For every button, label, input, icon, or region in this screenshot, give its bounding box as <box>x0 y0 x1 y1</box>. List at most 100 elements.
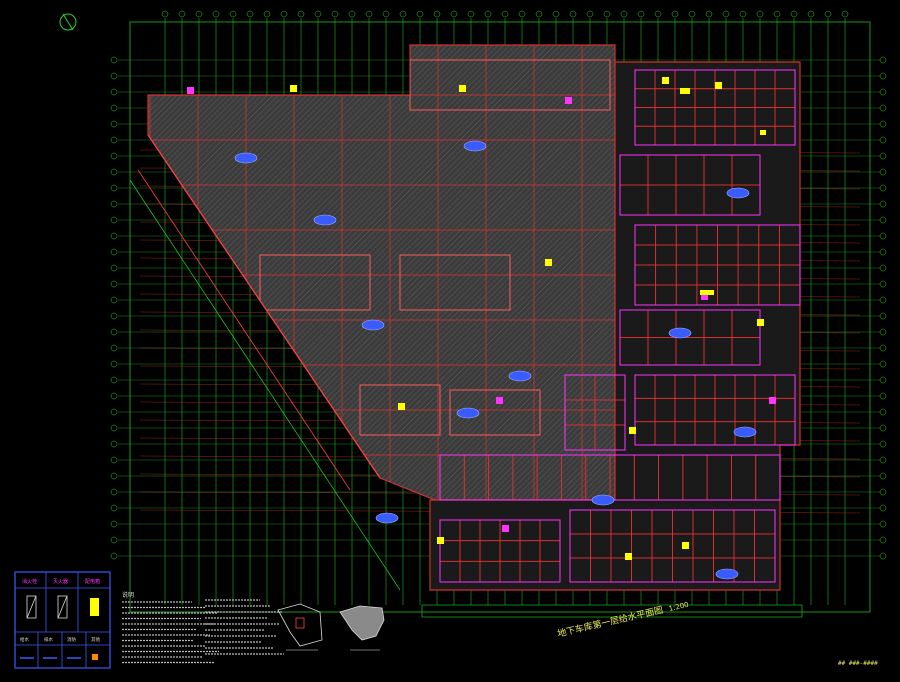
axis-bubble <box>879 104 887 112</box>
axis-bubble <box>110 488 118 496</box>
fixture-mark <box>545 259 552 266</box>
axis-bubble <box>654 10 662 18</box>
marker-oval <box>591 494 615 506</box>
axis-bubble <box>879 552 887 560</box>
axis-bubble <box>365 10 373 18</box>
fixtures <box>187 77 776 560</box>
fixture-mark <box>459 85 466 92</box>
legend-label-4: 给水 <box>20 636 29 643</box>
marker-oval <box>726 187 750 199</box>
axis-bubble <box>879 520 887 528</box>
fixture-mark <box>437 537 444 544</box>
fixture-mark <box>769 397 776 404</box>
core-room <box>259 254 371 311</box>
legend-label-2: 灭火器 <box>53 579 68 585</box>
key-plan-1 <box>277 603 323 651</box>
axis-bubble <box>110 456 118 464</box>
axis-bubble <box>110 296 118 304</box>
core-room <box>449 389 541 436</box>
axis-bubble <box>467 10 475 18</box>
axis-bubble <box>110 216 118 224</box>
residential-rooms <box>439 69 801 583</box>
unit-outline <box>619 154 761 216</box>
core-room <box>399 254 511 311</box>
legend-label-3: 配电箱 <box>85 578 100 585</box>
axis-bubble <box>773 10 781 18</box>
axis-bubble <box>110 376 118 384</box>
axis-bubble <box>879 120 887 128</box>
axis-bubble <box>110 440 118 448</box>
axis-bubble <box>110 56 118 64</box>
axis-bubble <box>722 10 730 18</box>
marker-oval <box>733 426 757 438</box>
axis-bubble <box>879 216 887 224</box>
unit-outline <box>619 309 761 366</box>
marker-oval <box>313 214 337 226</box>
fixture-block <box>680 88 690 94</box>
fixture-mark <box>502 525 509 532</box>
axis-bubble <box>229 10 237 18</box>
marker-oval <box>361 319 385 331</box>
axis-bubble <box>110 120 118 128</box>
axis-bubble <box>110 360 118 368</box>
axis-bubble <box>110 312 118 320</box>
axis-bubble <box>178 10 186 18</box>
fixture-mark <box>496 397 503 404</box>
axis-bubble <box>263 10 271 18</box>
fixture-mark <box>662 77 669 84</box>
axis-bubble <box>879 488 887 496</box>
axis-bubble <box>569 10 577 18</box>
bottom-dimension-strip <box>421 604 803 618</box>
legend-label-5: 排水 <box>44 636 53 643</box>
axis-bubble <box>246 10 254 18</box>
axis-bubble <box>879 232 887 240</box>
axis-bubble <box>110 504 118 512</box>
axis-bubble <box>586 10 594 18</box>
fixture-mark <box>398 403 405 410</box>
axis-bubble <box>879 376 887 384</box>
frame-outline <box>129 21 871 613</box>
equipment-markers <box>234 140 757 580</box>
hydrant-symbol-icon <box>26 595 37 619</box>
axis-bubble <box>879 408 887 416</box>
axis-bubble <box>110 152 118 160</box>
axis-bubble <box>416 10 424 18</box>
axis-bubble <box>382 10 390 18</box>
extinguisher-symbol-icon <box>57 595 68 619</box>
axis-bubble <box>879 536 887 544</box>
marker-oval <box>234 152 258 164</box>
fixture-mark <box>715 82 722 89</box>
axis-bubble <box>501 10 509 18</box>
axis-bubble <box>110 472 118 480</box>
axis-bubble <box>110 392 118 400</box>
axis-bubble <box>110 264 118 272</box>
axis-bubble <box>331 10 339 18</box>
legend-label-6: 消防 <box>67 636 76 643</box>
axis-bubble <box>110 328 118 336</box>
key-plan-2 <box>339 605 385 651</box>
fixture-mark <box>290 85 297 92</box>
axis-bubble <box>879 424 887 432</box>
fixture-block <box>760 130 766 135</box>
axis-bubble <box>879 136 887 144</box>
axis-bubble <box>110 536 118 544</box>
legend-label-7: 其他 <box>91 636 100 643</box>
drawing-number: ## ###-#### <box>838 660 878 667</box>
fixture-mark <box>565 97 572 104</box>
unit-outline <box>569 509 776 583</box>
axis-bubble <box>879 312 887 320</box>
marker-oval <box>463 140 487 152</box>
fixture-mark <box>187 87 194 94</box>
fixture-mark <box>629 427 636 434</box>
axis-bubble <box>879 264 887 272</box>
axis-bubble <box>110 104 118 112</box>
unit-outline <box>634 224 801 306</box>
axis-bubble <box>110 248 118 256</box>
axis-bubble <box>620 10 628 18</box>
marker-oval <box>456 407 480 419</box>
marker-oval <box>508 370 532 382</box>
axis-bubble <box>879 200 887 208</box>
axis-bubble <box>739 10 747 18</box>
axis-bubble <box>756 10 764 18</box>
